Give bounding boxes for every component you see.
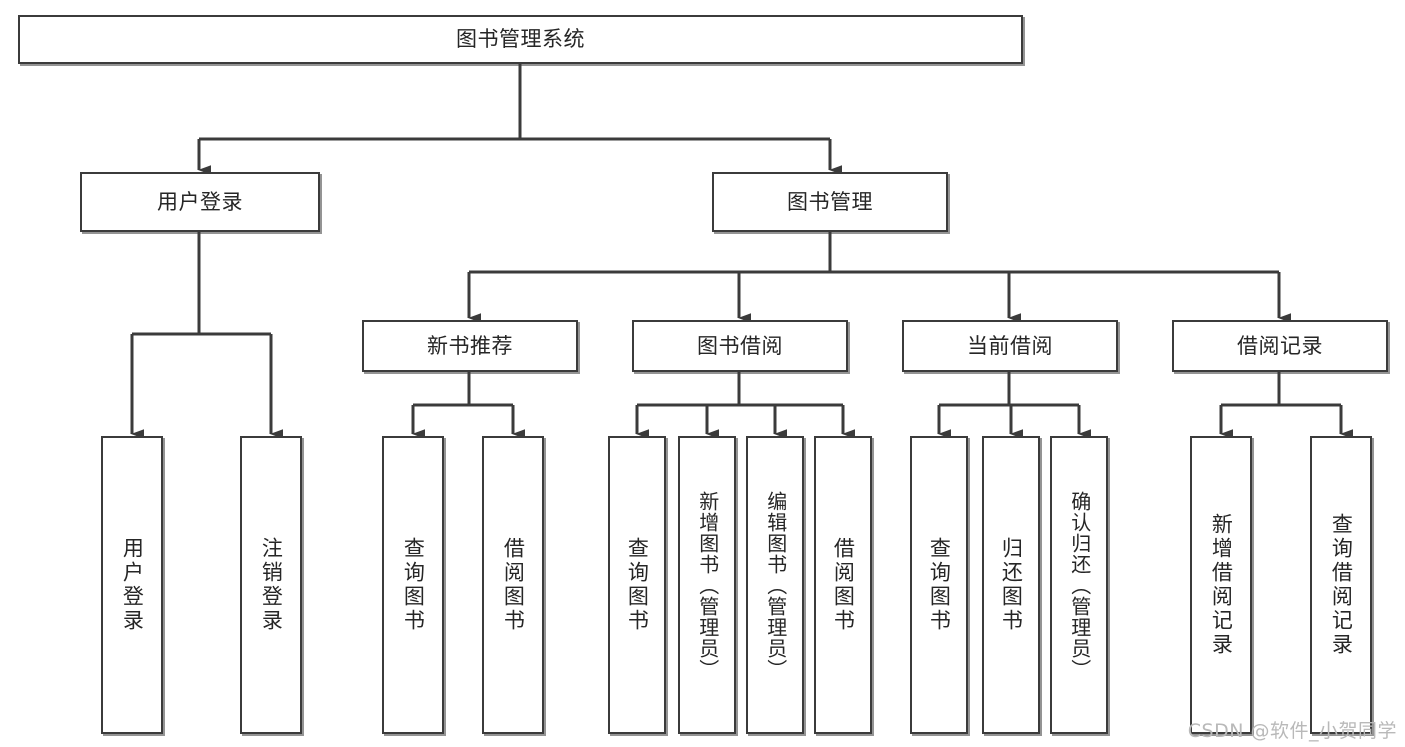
node-book-borrow[interactable]: 图书借阅 bbox=[632, 320, 848, 372]
leaf-borrow-book-recommend[interactable]: 借阅图书 bbox=[482, 436, 544, 734]
node-root-label: 图书管理系统 bbox=[456, 27, 585, 52]
leaf-borrow-book[interactable]: 借阅图书 bbox=[814, 436, 872, 734]
leaf-query-book-current[interactable]: 查询图书 bbox=[910, 436, 968, 734]
node-new-book-recommend[interactable]: 新书推荐 bbox=[362, 320, 578, 372]
leaf-confirm-return-admin[interactable]: 确认归还（管理员） bbox=[1050, 436, 1108, 734]
leaf-query-book-borrow-label: 查询图书 bbox=[625, 537, 650, 633]
leaf-add-book-admin-label: 新增图书（管理员） bbox=[695, 490, 720, 680]
node-current-borrow-label: 当前借阅 bbox=[967, 333, 1053, 358]
leaf-confirm-return-admin-label: 确认归还（管理员） bbox=[1067, 490, 1092, 680]
leaf-add-borrow-record-label: 新增借阅记录 bbox=[1209, 513, 1234, 657]
node-book-borrow-label: 图书借阅 bbox=[697, 333, 783, 358]
leaf-query-borrow-record[interactable]: 查询借阅记录 bbox=[1310, 436, 1372, 734]
leaf-query-borrow-record-label: 查询借阅记录 bbox=[1329, 513, 1354, 657]
node-user-login[interactable]: 用户登录 bbox=[80, 172, 320, 232]
leaf-query-book-recommend[interactable]: 查询图书 bbox=[382, 436, 444, 734]
watermark: CSDN @软件_小贺同学 bbox=[1187, 720, 1397, 742]
leaf-add-borrow-record[interactable]: 新增借阅记录 bbox=[1190, 436, 1252, 734]
leaf-edit-book-admin-label: 编辑图书（管理员） bbox=[763, 490, 788, 680]
leaf-edit-book-admin[interactable]: 编辑图书（管理员） bbox=[746, 436, 804, 734]
node-borrow-record[interactable]: 借阅记录 bbox=[1172, 320, 1388, 372]
node-borrow-record-label: 借阅记录 bbox=[1237, 333, 1323, 358]
leaf-add-book-admin[interactable]: 新增图书（管理员） bbox=[678, 436, 736, 734]
node-root[interactable]: 图书管理系统 bbox=[18, 15, 1023, 64]
node-current-borrow[interactable]: 当前借阅 bbox=[902, 320, 1118, 372]
leaf-borrow-book-label: 借阅图书 bbox=[831, 537, 856, 633]
leaf-logout[interactable]: 注销登录 bbox=[240, 436, 302, 734]
leaf-user-login-label: 用户登录 bbox=[120, 537, 145, 633]
leaf-user-login[interactable]: 用户登录 bbox=[101, 436, 163, 734]
leaf-borrow-book-recommend-label: 借阅图书 bbox=[501, 537, 526, 633]
leaf-return-book[interactable]: 归还图书 bbox=[982, 436, 1040, 734]
node-user-login-label: 用户登录 bbox=[157, 189, 243, 214]
leaf-query-book-borrow[interactable]: 查询图书 bbox=[608, 436, 666, 734]
leaf-return-book-label: 归还图书 bbox=[999, 537, 1024, 633]
node-book-management[interactable]: 图书管理 bbox=[712, 172, 948, 232]
node-book-management-label: 图书管理 bbox=[787, 189, 873, 214]
leaf-query-book-recommend-label: 查询图书 bbox=[401, 537, 426, 633]
node-new-book-recommend-label: 新书推荐 bbox=[427, 333, 513, 358]
leaf-logout-label: 注销登录 bbox=[259, 537, 284, 633]
leaf-query-book-current-label: 查询图书 bbox=[927, 537, 952, 633]
